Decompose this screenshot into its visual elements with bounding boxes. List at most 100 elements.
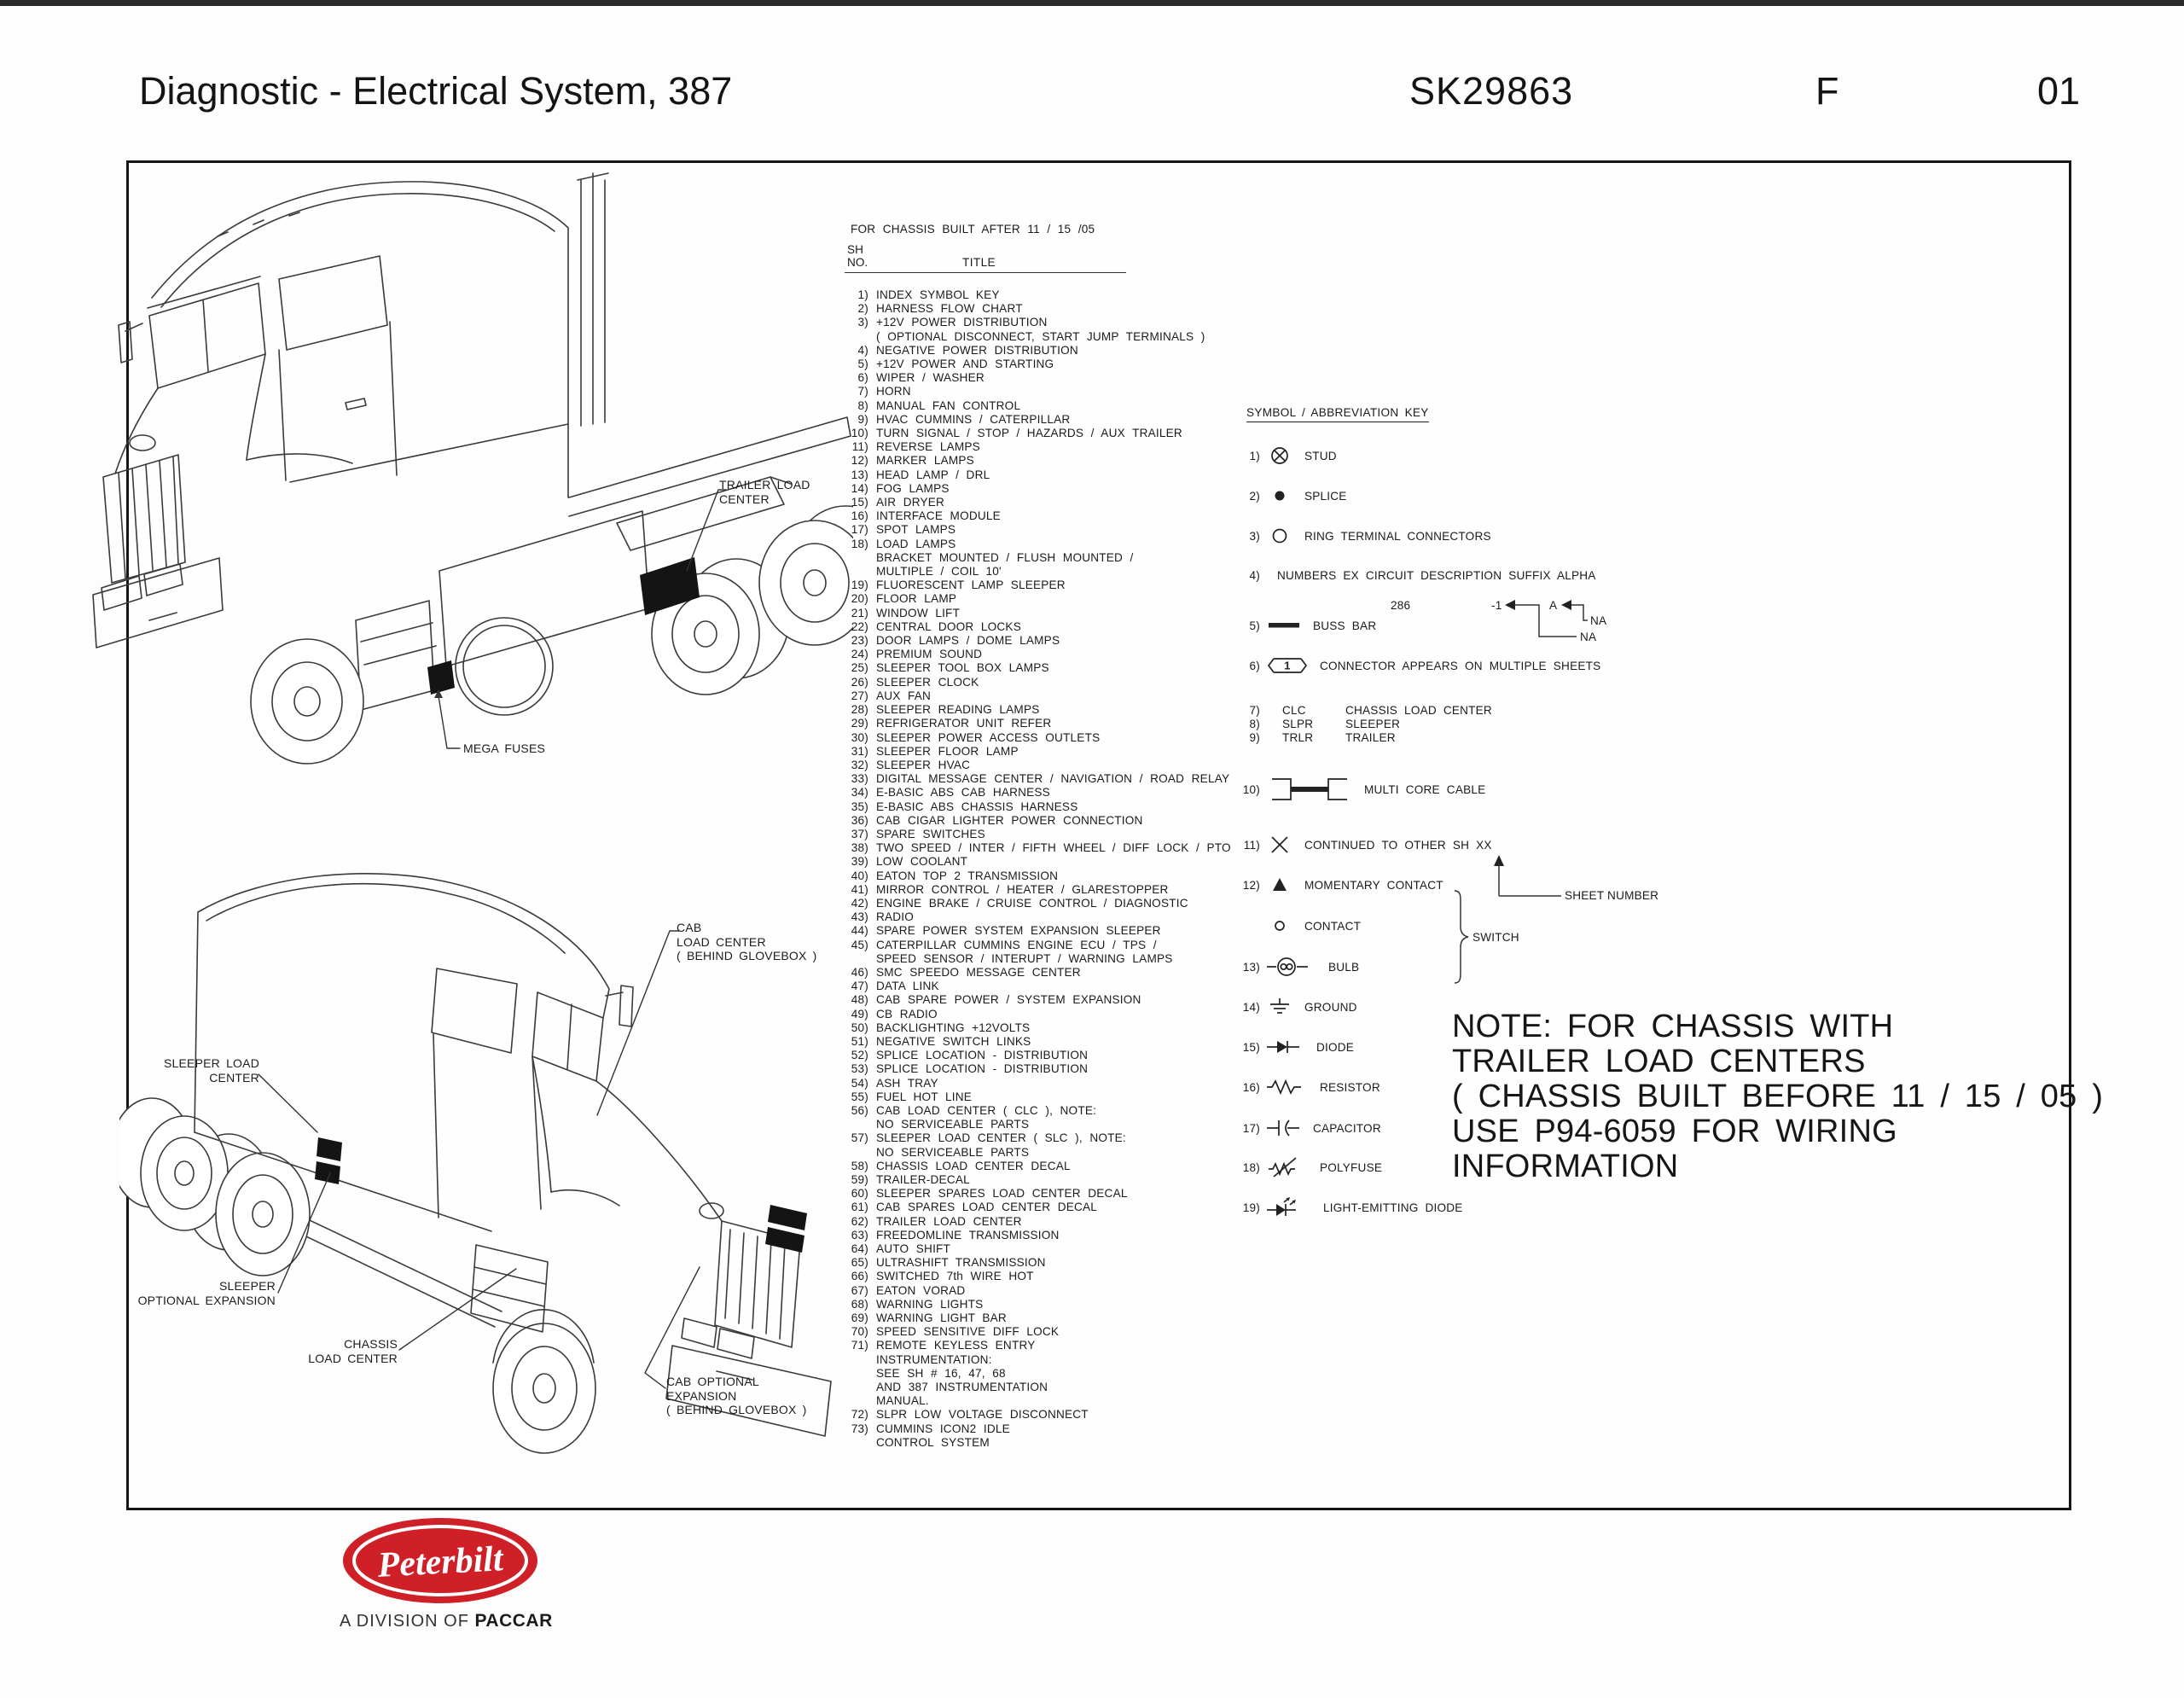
index-item-number: 32) <box>851 758 868 771</box>
index-item-number: 58) <box>851 1159 868 1172</box>
index-item: 20)FLOOR LAMP <box>845 592 1271 606</box>
index-item-number: 38) <box>851 841 868 855</box>
symbol-key-label: POLYFUSE <box>1320 1160 1383 1174</box>
index-item: 14)FOG LAMPS <box>845 482 1271 496</box>
symbol-key-label: SLEEPER <box>1345 717 1401 730</box>
index-item: 7) HORN <box>845 385 1271 398</box>
note-line: INFORMATION <box>1452 1148 1679 1184</box>
contact-symbol-icon <box>1265 914 1294 938</box>
index-item-number: 23) <box>851 634 868 648</box>
symbol-key-label: BUSS BAR <box>1313 619 1377 632</box>
index-item-number: 69) <box>851 1311 868 1325</box>
index-item-number: 45) <box>851 938 868 951</box>
note-line: USE P94-6059 FOR WIRING <box>1452 1114 1897 1149</box>
ring-symbol-icon <box>1265 524 1294 548</box>
index-item: 29)REFRIGERATOR UNIT REFER <box>845 717 1271 730</box>
index-item-number: 30) <box>851 730 868 744</box>
index-item: 5)+12V POWER AND STARTING <box>845 358 1271 371</box>
index-item-title: ASH TRAY <box>876 1076 938 1090</box>
index-col-title: TITLE <box>962 256 996 269</box>
index-item-title: RADIO <box>876 910 915 924</box>
index-item: 54)ASH TRAY <box>845 1077 1271 1090</box>
symbol-key-number: 2) <box>1249 489 1260 503</box>
index-item-number: 12) <box>851 454 868 468</box>
index-item-title: INDEX SYMBOL KEY <box>876 288 1000 301</box>
index-item-title: SLEEPER TOOL BOX LAMPS <box>876 661 1049 675</box>
symbol-key-row: CONTACT <box>1226 913 1361 939</box>
index-item-number: 35) <box>851 800 868 813</box>
label-mega-fuses: MEGA FUSES <box>463 741 546 755</box>
index-item-number: 19) <box>851 579 868 592</box>
index-item-title: SLEEPER SPARES LOAD CENTER DECAL <box>876 1187 1128 1201</box>
index-item: 39)LOW COOLANT <box>845 855 1271 869</box>
index-item-number: 7) <box>857 385 868 398</box>
symbol-key-number: 6) <box>1249 659 1260 672</box>
index-item: 10)TURN SIGNAL / STOP / HAZARDS / AUX TR… <box>845 427 1271 440</box>
multicore-symbol-icon <box>1265 776 1354 803</box>
index-item-title: HORN <box>876 385 911 398</box>
tagline-prefix: A DIVISION OF <box>340 1612 475 1631</box>
index-item-title: BACKLIGHTING +12VOLTS <box>876 1021 1031 1034</box>
index-item-title: PREMIUM SOUND <box>876 648 983 661</box>
index-item: 32)SLEEPER HVAC <box>845 759 1271 772</box>
index-item-number: 31) <box>851 744 868 758</box>
index-item: 3)+12V POWER DISTRIBUTION( OPTIONAL DISC… <box>845 316 1271 343</box>
index-item-title: TURN SIGNAL / STOP / HAZARDS / AUX TRAIL… <box>876 427 1182 440</box>
index-item: 25)SLEEPER TOOL BOX LAMPS <box>845 661 1271 675</box>
index-item: 33)DIGITAL MESSAGE CENTER / NAVIGATION /… <box>845 772 1271 786</box>
polyfuse-symbol-icon <box>1265 1155 1310 1179</box>
index-item-title: DOOR LAMPS / DOME LAMPS <box>876 634 1060 648</box>
index-item-number: 72) <box>851 1408 868 1422</box>
trailer-load-center-box <box>640 557 700 615</box>
index-item-number: 24) <box>851 648 868 661</box>
suffix-text: -1 <box>1491 599 1502 612</box>
index-item: 37)SPARE SWITCHES <box>845 828 1271 841</box>
index-item: 55)FUEL HOT LINE <box>845 1090 1271 1104</box>
index-item-number: 65) <box>851 1256 868 1270</box>
symbol-key-number: 5) <box>1249 619 1260 632</box>
index-item-title: ENGINE BRAKE / CRUISE CONTROL / DIAGNOST… <box>876 896 1188 910</box>
index-item: 70)SPEED SENSITIVE DIFF LOCK <box>845 1325 1271 1339</box>
index-item-title: SPARE POWER SYSTEM EXPANSION SLEEPER <box>876 924 1161 938</box>
symbol-key-row: 1)STUD <box>1226 443 1337 468</box>
symbol-key-number: 7) <box>1249 703 1260 717</box>
symbol-key-number: 12) <box>1242 878 1260 892</box>
index-item: 38)TWO SPEED / INTER / FIFTH WHEEL / DIF… <box>845 841 1271 855</box>
index-item-title: MARKER LAMPS <box>876 454 974 468</box>
index-item-number: 42) <box>851 896 868 910</box>
na-bottom: NA <box>1580 631 1597 643</box>
abbreviation: TRLR <box>1282 730 1314 744</box>
symbol-key-number: 1) <box>1249 449 1260 462</box>
index-item-title: CAB SPARES LOAD CENTER DECAL <box>876 1201 1098 1214</box>
symbol-key-row: 18)POLYFUSE <box>1226 1154 1382 1180</box>
abbreviation: SLPR <box>1282 717 1314 730</box>
index-item-number: 15) <box>851 496 868 509</box>
index-item: 63)FREEDOMLINE TRANSMISSION <box>845 1229 1271 1242</box>
index-item: 30)SLEEPER POWER ACCESS OUTLETS <box>845 731 1271 745</box>
connector-symbol-icon: 1 <box>1265 654 1310 677</box>
symbol-key-label: CONNECTOR APPEARS ON MULTIPLE SHEETS <box>1320 659 1601 672</box>
index-item: 26)SLEEPER CLOCK <box>845 676 1271 689</box>
index-item: 53)SPLICE LOCATION - DISTRIBUTION <box>845 1062 1271 1076</box>
contx-symbol-icon <box>1265 833 1294 857</box>
index-item-number: 6) <box>857 371 868 385</box>
index-item-title: TRAILER LOAD CENTER <box>876 1214 1022 1228</box>
index-item-number: 3) <box>857 316 868 329</box>
index-item: 47)DATA LINK <box>845 980 1271 993</box>
index-item-title: AIR DRYER <box>876 496 945 509</box>
index-item-title: HEAD LAMP / DRL <box>876 468 990 481</box>
index-item: 51)NEGATIVE SWITCH LINKS <box>845 1035 1271 1049</box>
index-item: 6)WIPER / WASHER <box>845 371 1271 385</box>
index-item-number: 16) <box>851 509 868 523</box>
index-item-number: 46) <box>851 965 868 979</box>
